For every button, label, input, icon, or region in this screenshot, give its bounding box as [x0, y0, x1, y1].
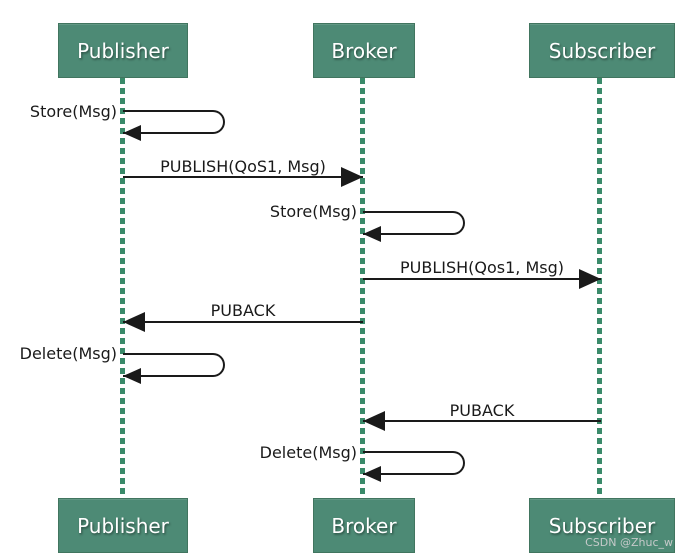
self-loop-arrow-store-publisher: [123, 110, 225, 134]
message-label-puback-to-broker: PUBACK: [449, 401, 515, 420]
message-arrow-puback-to-publisher: [123, 321, 363, 323]
actor-box-subscriber-bottom: Subscriber: [529, 498, 675, 553]
message-label-publish-to-broker: PUBLISH(QoS1, Msg): [160, 157, 326, 176]
message-arrow-publish-to-broker: [123, 176, 363, 178]
message-label-delete-publisher: Delete(Msg): [19, 344, 117, 363]
self-loop-arrow-delete-broker: [363, 451, 465, 475]
watermark: CSDN @Zhuc_w: [585, 536, 673, 549]
actor-box-publisher-top: Publisher: [58, 23, 188, 78]
message-arrow-publish-to-subscriber: [363, 278, 601, 280]
actor-box-broker-bottom: Broker: [313, 498, 415, 553]
arrowhead-left-icon: [363, 411, 385, 431]
message-label-store-publisher: Store(Msg): [29, 102, 117, 121]
actor-box-broker-top: Broker: [313, 23, 415, 78]
message-label-store-broker: Store(Msg): [269, 202, 357, 221]
actor-box-subscriber-top: Subscriber: [529, 23, 675, 78]
arrowhead-left-icon: [123, 125, 141, 141]
message-label-publish-to-subscriber: PUBLISH(Qos1, Msg): [399, 258, 564, 277]
arrowhead-left-icon: [363, 466, 381, 482]
lifeline-publisher: [120, 78, 125, 498]
arrowhead-left-icon: [123, 312, 145, 332]
arrowhead-right-icon: [579, 269, 601, 289]
actor-box-publisher-bottom: Publisher: [58, 498, 188, 553]
self-loop-arrow-store-broker: [363, 211, 465, 235]
message-arrow-puback-to-broker: [363, 420, 601, 422]
lifeline-broker: [360, 78, 365, 498]
message-label-puback-to-publisher: PUBACK: [210, 301, 276, 320]
self-loop-arrow-delete-publisher: [123, 353, 225, 377]
arrowhead-right-icon: [341, 167, 363, 187]
message-label-delete-broker: Delete(Msg): [259, 443, 357, 462]
arrowhead-left-icon: [123, 368, 141, 384]
arrowhead-left-icon: [363, 226, 381, 242]
